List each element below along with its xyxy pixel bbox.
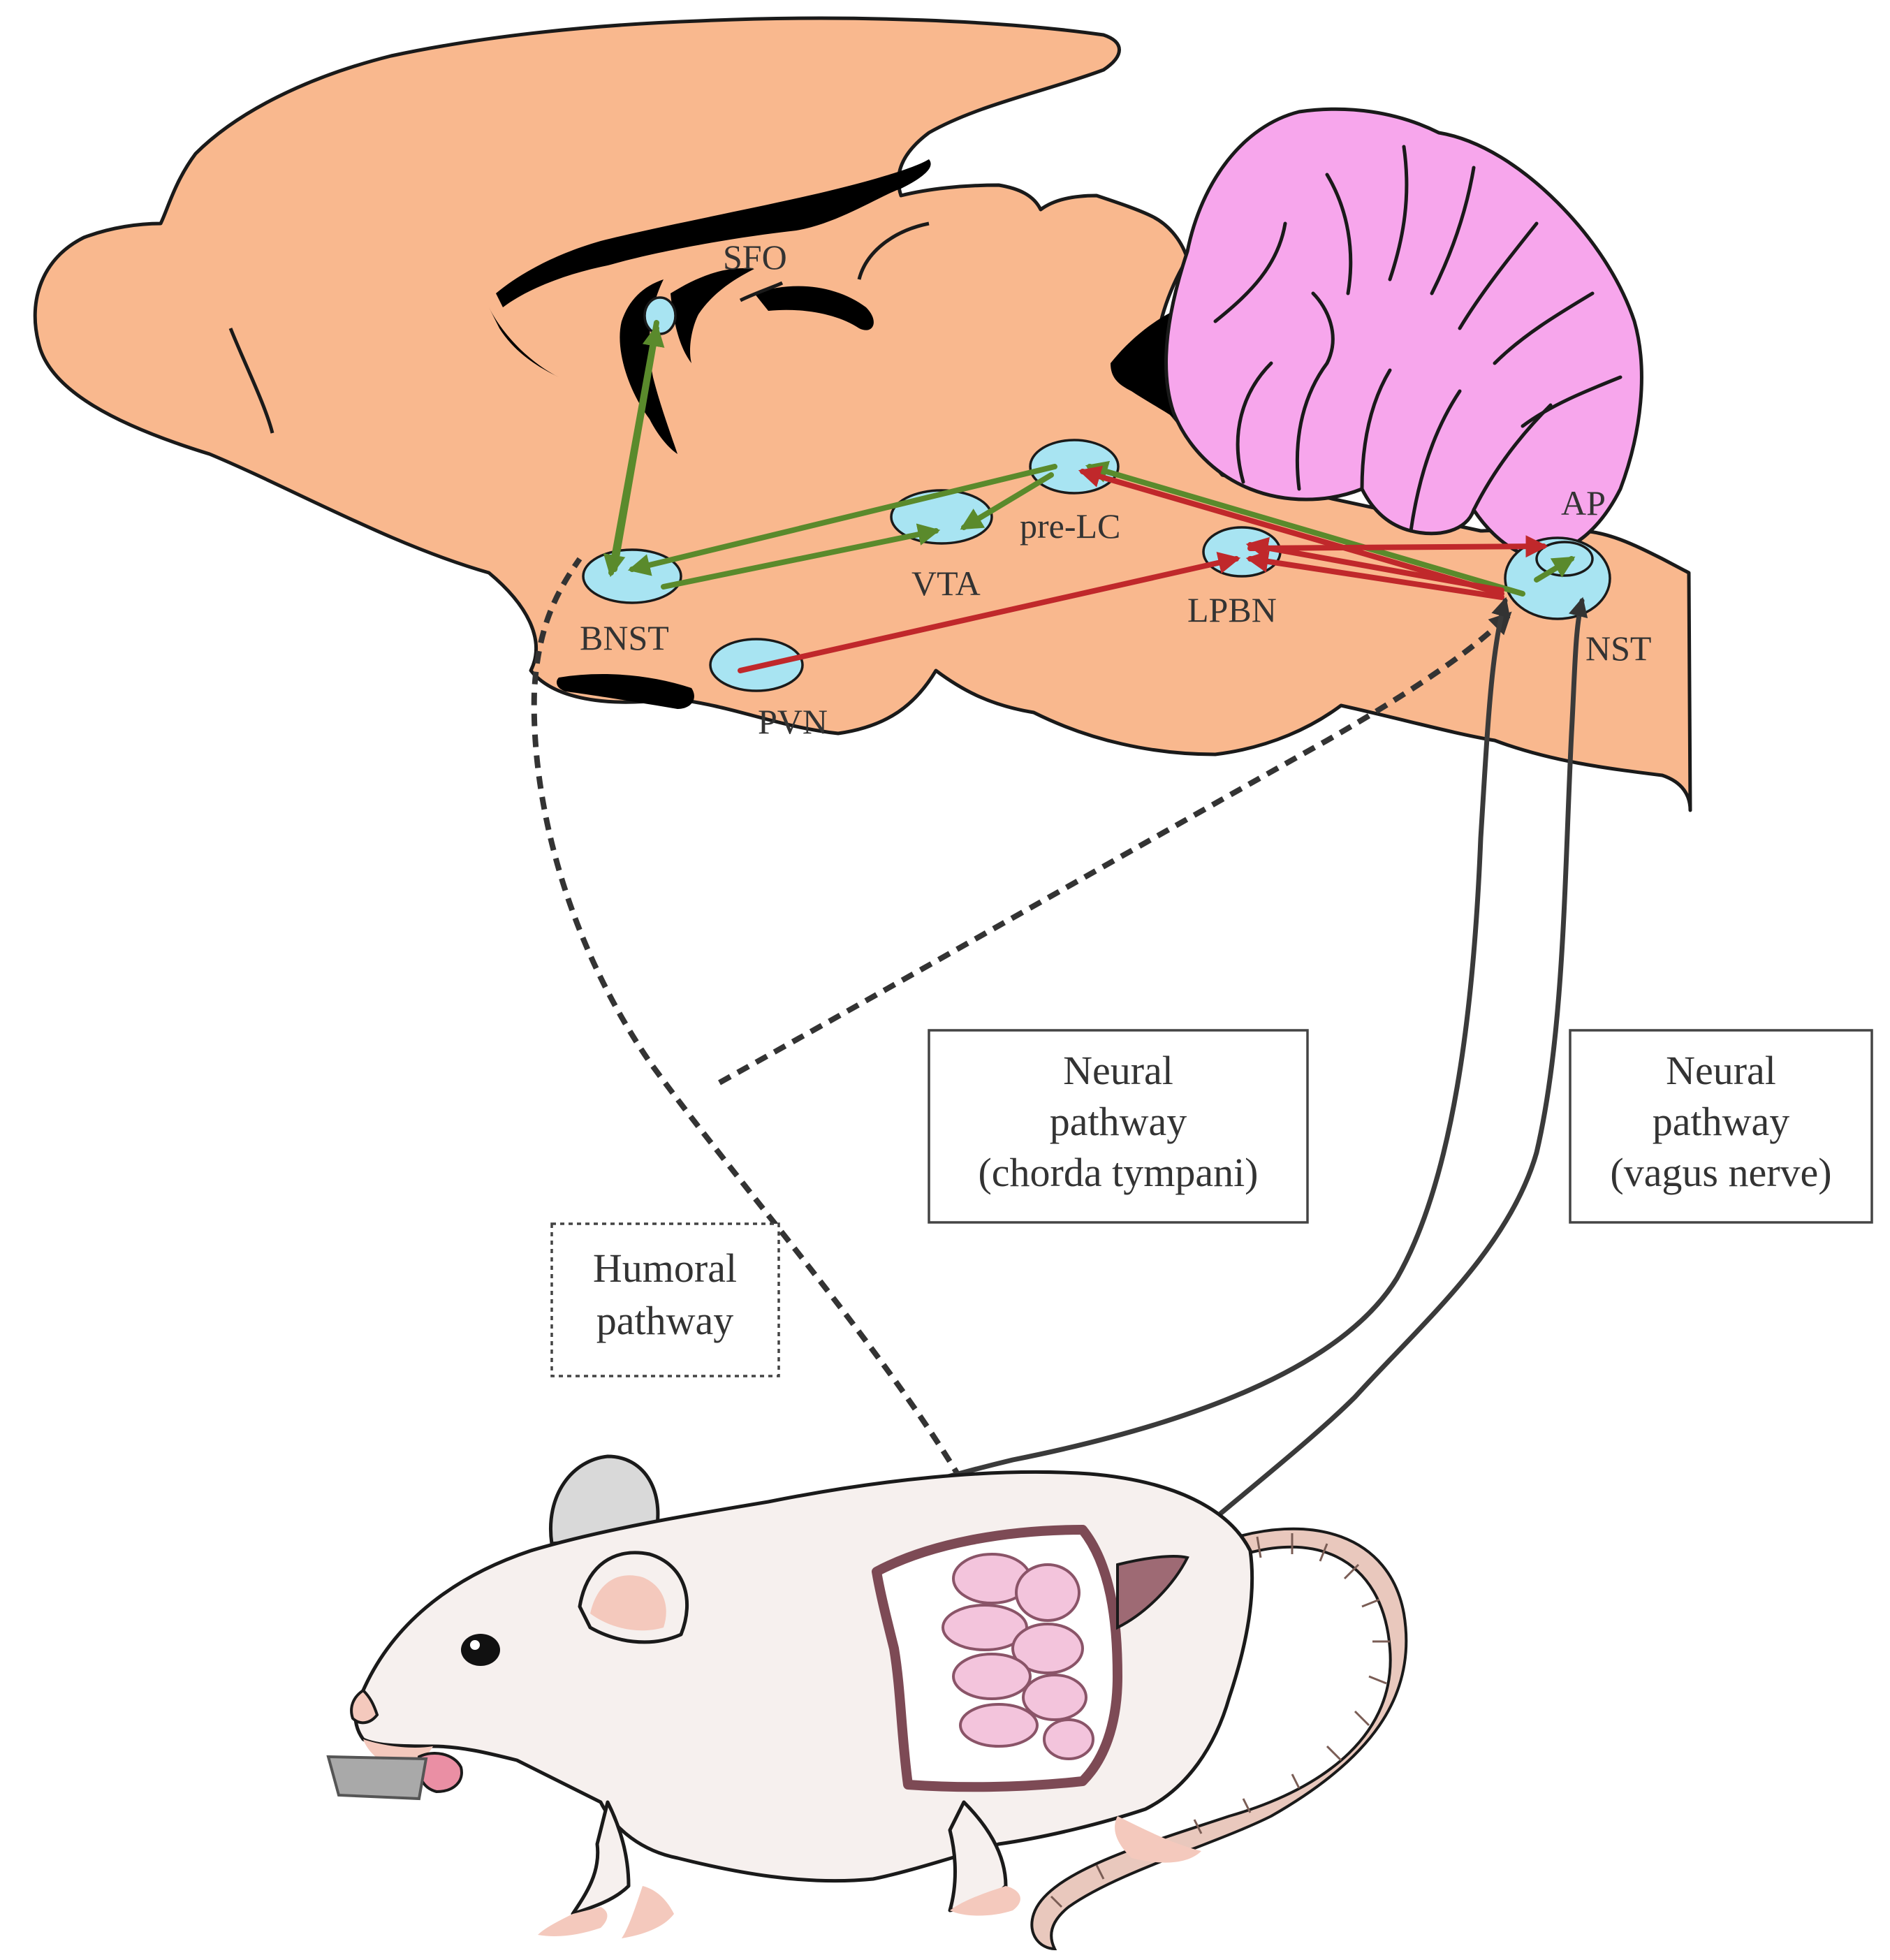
mouse-illustration xyxy=(326,1454,1408,1951)
green-arrow-bnst-vta xyxy=(661,523,941,590)
humoral-line-to-sfo xyxy=(531,557,984,1517)
cerebellum xyxy=(1164,107,1643,561)
intestines xyxy=(942,1553,1094,1760)
mouse-front-paw xyxy=(538,1907,608,1936)
red-arrow-nst-prelc xyxy=(1078,465,1504,597)
mouse-front-paw-2 xyxy=(622,1886,674,1938)
label-pvn: PVN xyxy=(758,702,828,741)
green-arrow-prelc-bnst xyxy=(627,464,1057,576)
chorda-box-line-3: (chorda tympani) xyxy=(978,1150,1258,1195)
humoral-box: Humoral pathway xyxy=(550,1222,780,1377)
chorda-tympani-box: Neural pathway (chorda tympani) xyxy=(928,1029,1309,1224)
brain-sagittal xyxy=(33,16,1692,812)
chorda-box-line-2: pathway xyxy=(1050,1099,1187,1144)
green-arrow-nst-prelc xyxy=(1085,460,1525,597)
mouse-tail xyxy=(1030,1527,1408,1951)
chorda-box-line-1: Neural xyxy=(1063,1048,1173,1093)
drinking-spout xyxy=(326,1755,428,1801)
humoral-line-to-ap xyxy=(718,611,1512,1085)
red-pathways xyxy=(738,465,1548,673)
vagus-box-line-2: pathway xyxy=(1653,1099,1790,1144)
red-arrow-pvn-lpbn xyxy=(738,552,1241,673)
sfo-nucleus xyxy=(643,296,677,335)
fornix xyxy=(754,286,874,330)
label-pre-lc: pre-LC xyxy=(1020,506,1120,546)
label-lpbn: LPBN xyxy=(1187,590,1277,629)
region-labels: SFO BNST VTA pre-LC LPBN PVN AP NST xyxy=(580,237,1651,741)
mouse-nose xyxy=(350,1688,379,1725)
vagus-box-line-1: Neural xyxy=(1666,1048,1776,1093)
mouse-hind-foot-pink xyxy=(1115,1816,1201,1863)
humoral-box-line-2: pathway xyxy=(596,1298,734,1343)
vagus-nerve xyxy=(1094,597,1588,1623)
olfactory-ventricle xyxy=(557,674,694,709)
humoral-box-line-1: Humoral xyxy=(593,1245,737,1291)
green-arrow-nst-ap xyxy=(1534,556,1576,583)
vagus-nerve-box: Neural pathway (vagus nerve) xyxy=(1569,1029,1873,1224)
bnst-nucleus xyxy=(582,548,682,604)
mouse-eye xyxy=(461,1634,500,1666)
red-arrow-lpbn-ap xyxy=(1247,535,1548,558)
cerebellum-folia xyxy=(1213,145,1622,533)
label-bnst: BNST xyxy=(580,618,669,657)
mouse-front-leg xyxy=(571,1800,631,1916)
red-arrow-nst-lpbn-1 xyxy=(1245,536,1504,593)
green-arrow-prelc-vta xyxy=(960,472,1054,530)
mouse-eye-highlight xyxy=(470,1640,480,1650)
red-arrow-nst-lpbn-2 xyxy=(1245,550,1504,600)
green-pathways xyxy=(603,320,1576,597)
gut-flap xyxy=(1116,1555,1189,1630)
label-sfo: SFO xyxy=(723,237,787,277)
vagus-box-line-3: (vagus nerve) xyxy=(1610,1150,1831,1195)
lpbn-nucleus xyxy=(1202,526,1282,578)
third-ventricle xyxy=(671,268,754,363)
label-vta: VTA xyxy=(911,564,981,603)
label-ap: AP xyxy=(1561,483,1606,522)
mouse-ear-inner xyxy=(590,1575,666,1631)
brain-nuclei xyxy=(582,296,1611,692)
humoral-dashed-pathway xyxy=(531,557,1512,1517)
label-nst: NST xyxy=(1585,629,1651,668)
lateral-ventricle xyxy=(496,159,931,307)
mouse-hind-paw xyxy=(950,1886,1020,1916)
green-arrow-bnst-sfo xyxy=(612,323,665,572)
